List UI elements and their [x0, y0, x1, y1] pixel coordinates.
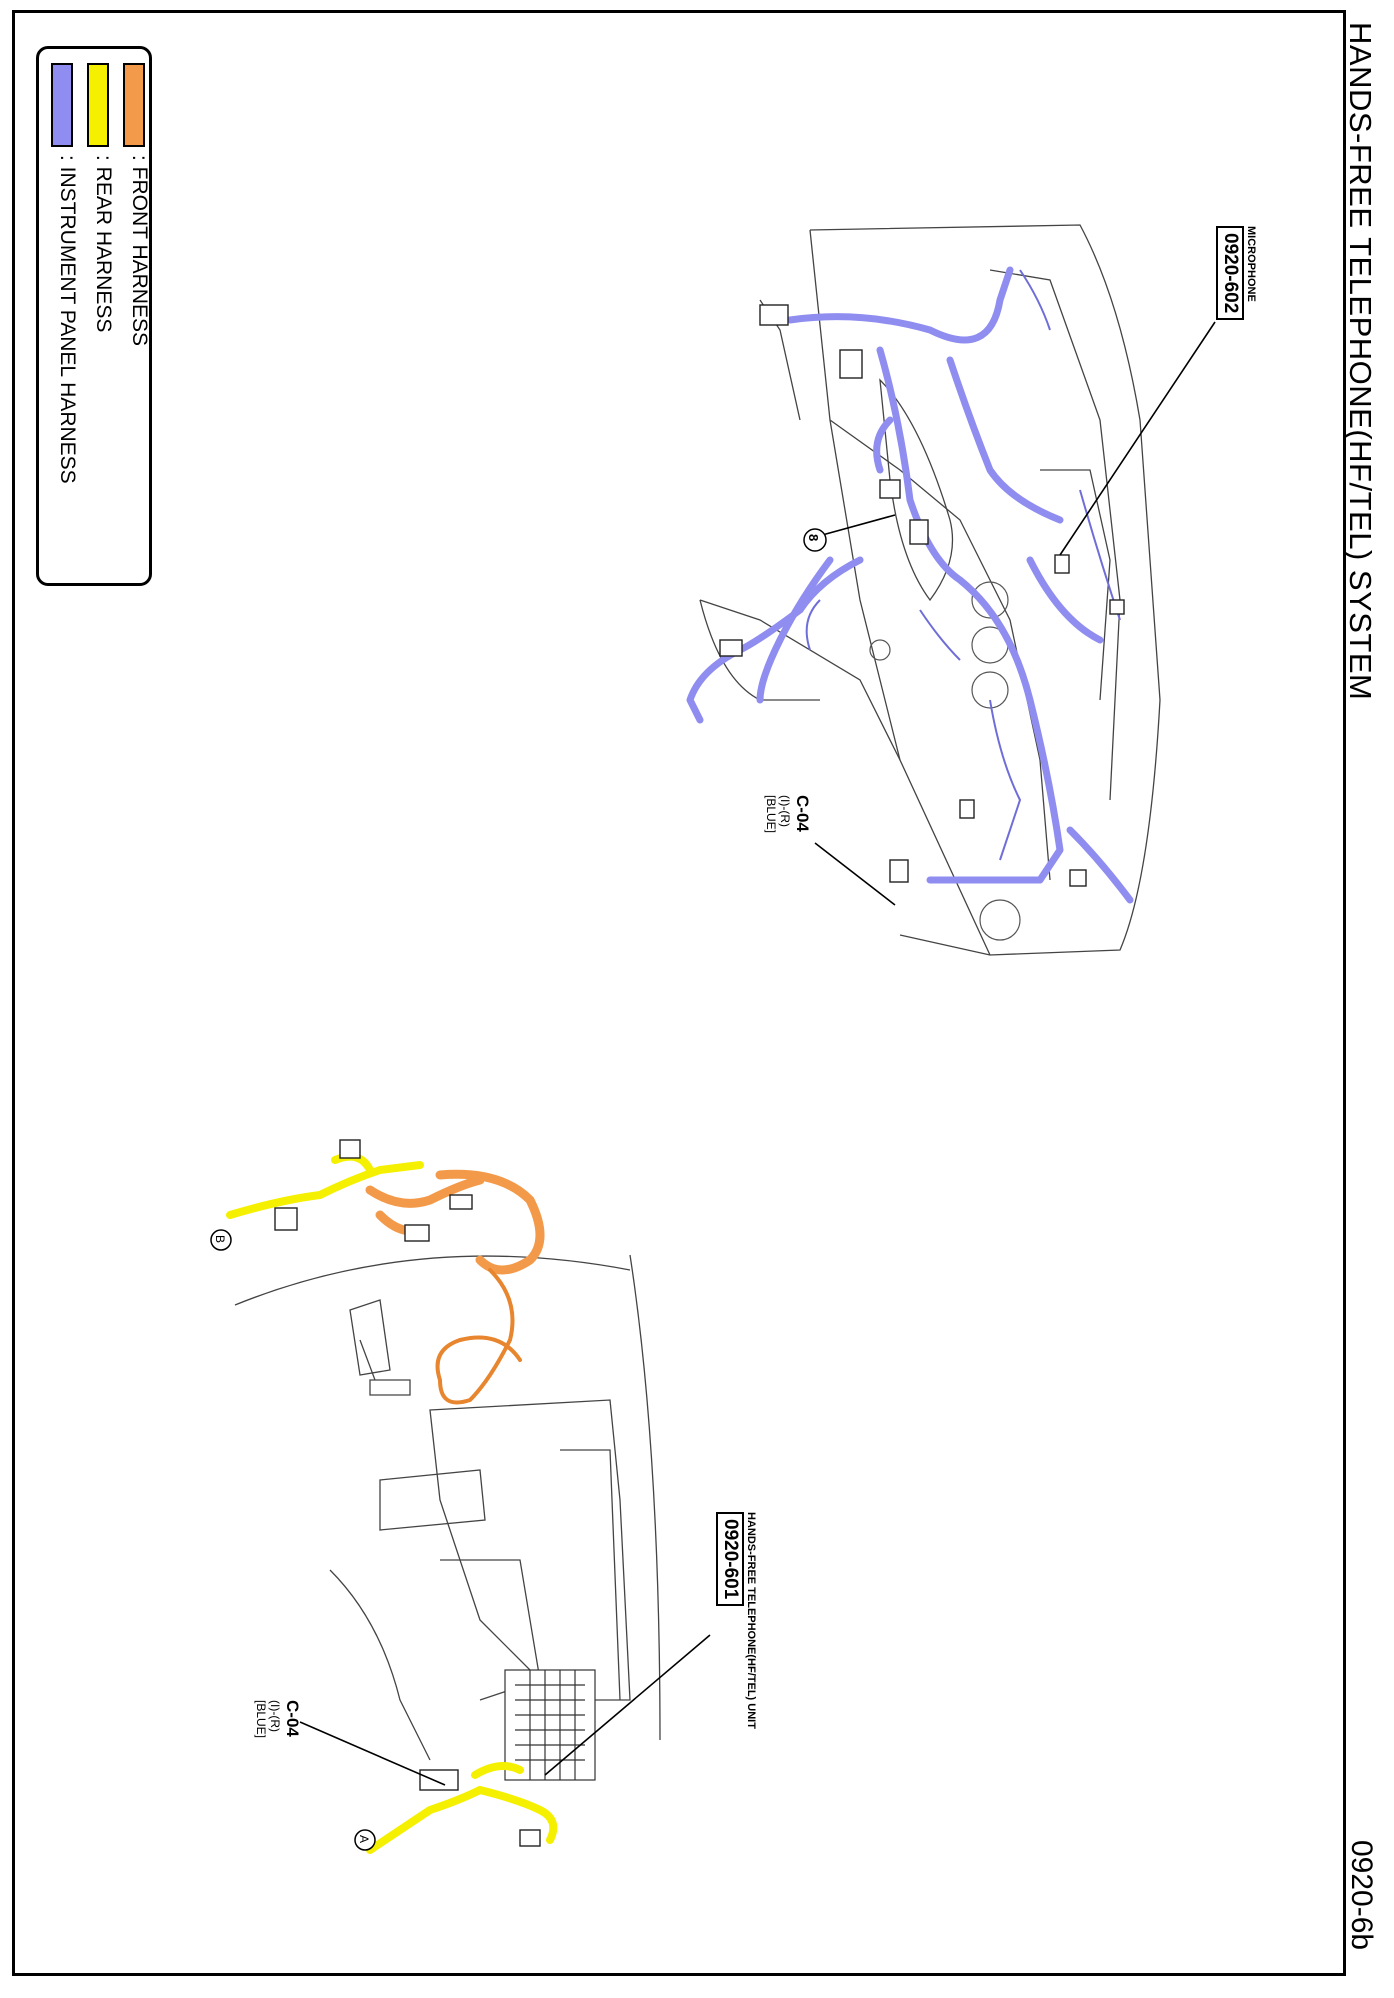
lower-connector-id: C-04	[283, 1700, 302, 1737]
interior-outline	[234, 1254, 661, 1761]
front-harness	[365, 1169, 545, 1275]
marker-a-label: A	[357, 1835, 371, 1844]
front-harness-thin	[435, 1268, 522, 1405]
marker-b-label: B	[213, 1235, 227, 1244]
upper-connector-color: [BLUE]	[764, 795, 778, 834]
hf-tel-unit-grid	[504, 1669, 596, 1781]
instrument-panel-connectors	[719, 304, 1125, 887]
microphone-label: MICROPHONE	[1245, 226, 1257, 302]
reference-markers	[210, 528, 827, 1851]
lower-connector-label: C-04 (I)-(R) [BLUE]	[254, 1700, 302, 1738]
rear-harness-swatch	[87, 63, 109, 147]
lower-leader-lines	[299, 1634, 711, 1786]
hf-tel-unit-label: HANDS-FREE TELEPHONE(HF/TEL) UNIT	[745, 1512, 757, 1729]
legend-item-instrument: : INSTRUMENT PANEL HARNESS	[49, 59, 83, 579]
microphone-code: 0920-602	[1216, 226, 1244, 321]
upper-connector-label: C-04 (I)-(R) [BLUE]	[764, 795, 812, 833]
harness-legend: : FRONT HARNESS : REAR HARNESS : INSTRUM…	[36, 46, 152, 586]
front-harness-swatch	[123, 63, 145, 147]
hf-tel-unit-code: 0920-601	[716, 1512, 744, 1607]
lower-connector-pins: (I)-(R)	[268, 1700, 282, 1732]
marker-8-label: 8	[806, 534, 821, 542]
instrument-harness-swatch	[51, 63, 73, 147]
instrument-panel-gauges	[869, 581, 1021, 941]
legend-item-front: : FRONT HARNESS	[121, 59, 155, 579]
upper-connector-pins: (I)-(R)	[778, 795, 792, 827]
legend-item-rear: : REAR HARNESS	[85, 59, 119, 579]
lower-connectors	[274, 1139, 541, 1847]
instrument-panel-outline	[699, 224, 1161, 956]
page-border	[12, 10, 1346, 1976]
lower-connector-color: [BLUE]	[254, 1700, 268, 1739]
upper-leader-lines	[814, 321, 1216, 906]
upper-connector-id: C-04	[793, 795, 812, 832]
instrument-panel-harness	[686, 266, 1134, 904]
